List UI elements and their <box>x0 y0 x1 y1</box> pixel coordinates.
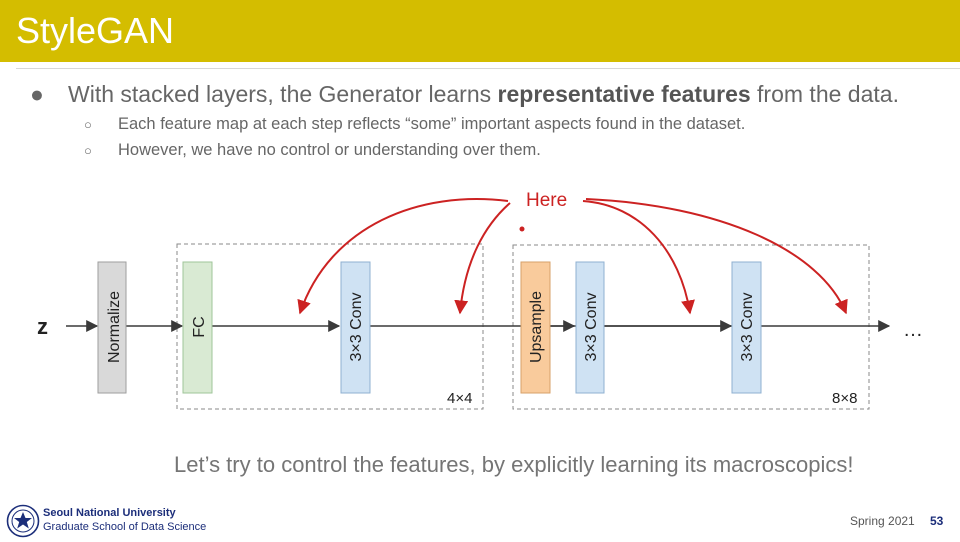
tagline: Let’s try to control the features, by ex… <box>174 452 854 477</box>
block-label: Normalize <box>106 291 123 363</box>
block-box <box>731 261 762 394</box>
annotation-arrow-2 <box>454 202 511 315</box>
block-box <box>520 261 551 394</box>
bullet-main: ● With stacked layers, the Generator lear… <box>30 81 899 108</box>
block-conv-4x4: 3×3 Conv <box>340 261 371 394</box>
bullet-sub-2: ○ However, we have no control or understa… <box>84 141 541 160</box>
title-separator <box>16 68 960 69</box>
block-box <box>575 261 605 394</box>
annotation-arrow-1 <box>297 198 509 315</box>
block-label: 3×3 Conv <box>348 293 365 362</box>
annotation-here: Here <box>526 190 567 211</box>
block-normalize: Normalize <box>97 261 127 394</box>
input-label-z: z <box>37 314 48 339</box>
bullet-dot-icon: ● <box>30 81 44 107</box>
block-upsample: Upsample <box>520 261 551 394</box>
school-name: Graduate School of Data Science <box>43 521 207 533</box>
bullet-main-text-before: With stacked layers, the Generator learn… <box>68 81 498 107</box>
block-conv-8x8-first: 3×3 Conv <box>575 261 605 394</box>
annotation-dot <box>519 226 525 232</box>
bullet-sub-1-text: Each feature map at each step reflects “… <box>118 115 746 133</box>
slide-title: StyleGAN <box>16 10 175 51</box>
page-number: 53 <box>930 514 944 528</box>
block-label: 3×3 Conv <box>583 293 600 362</box>
block-box <box>182 261 213 394</box>
block-box <box>97 261 127 394</box>
block-label: 3×3 Conv <box>739 293 756 362</box>
block-conv-8x8-second: 3×3 Conv <box>731 261 762 394</box>
bullet-sub-2-text: However, we have no control or understan… <box>118 141 541 159</box>
bullet-main-bold: representative features <box>497 81 751 107</box>
title-bar: StyleGAN <box>0 0 960 62</box>
block-label: FC <box>191 316 208 337</box>
block-box <box>340 261 371 394</box>
bullet-sub-1: ○ Each feature map at each step reflects … <box>84 115 745 134</box>
annotation-arrow-3 <box>582 200 695 315</box>
annotation-arrow-4 <box>585 198 848 315</box>
bullet-circle-icon: ○ <box>84 117 92 132</box>
university-seal-icon <box>6 504 40 538</box>
block-label: Upsample <box>528 291 545 363</box>
bullet-circle-icon: ○ <box>84 143 92 158</box>
continuation-ellipsis: … <box>903 319 923 341</box>
stage-label-4x4: 4×4 <box>447 390 472 407</box>
bullet-main-text-after: from the data. <box>750 81 899 107</box>
stage-label-8x8: 8×8 <box>832 390 857 407</box>
university-name: Seoul National University <box>43 507 176 519</box>
semester-label: Spring 2021 <box>850 514 915 528</box>
block-fc: FC <box>182 261 213 394</box>
stage-box-8x8 <box>512 244 870 410</box>
